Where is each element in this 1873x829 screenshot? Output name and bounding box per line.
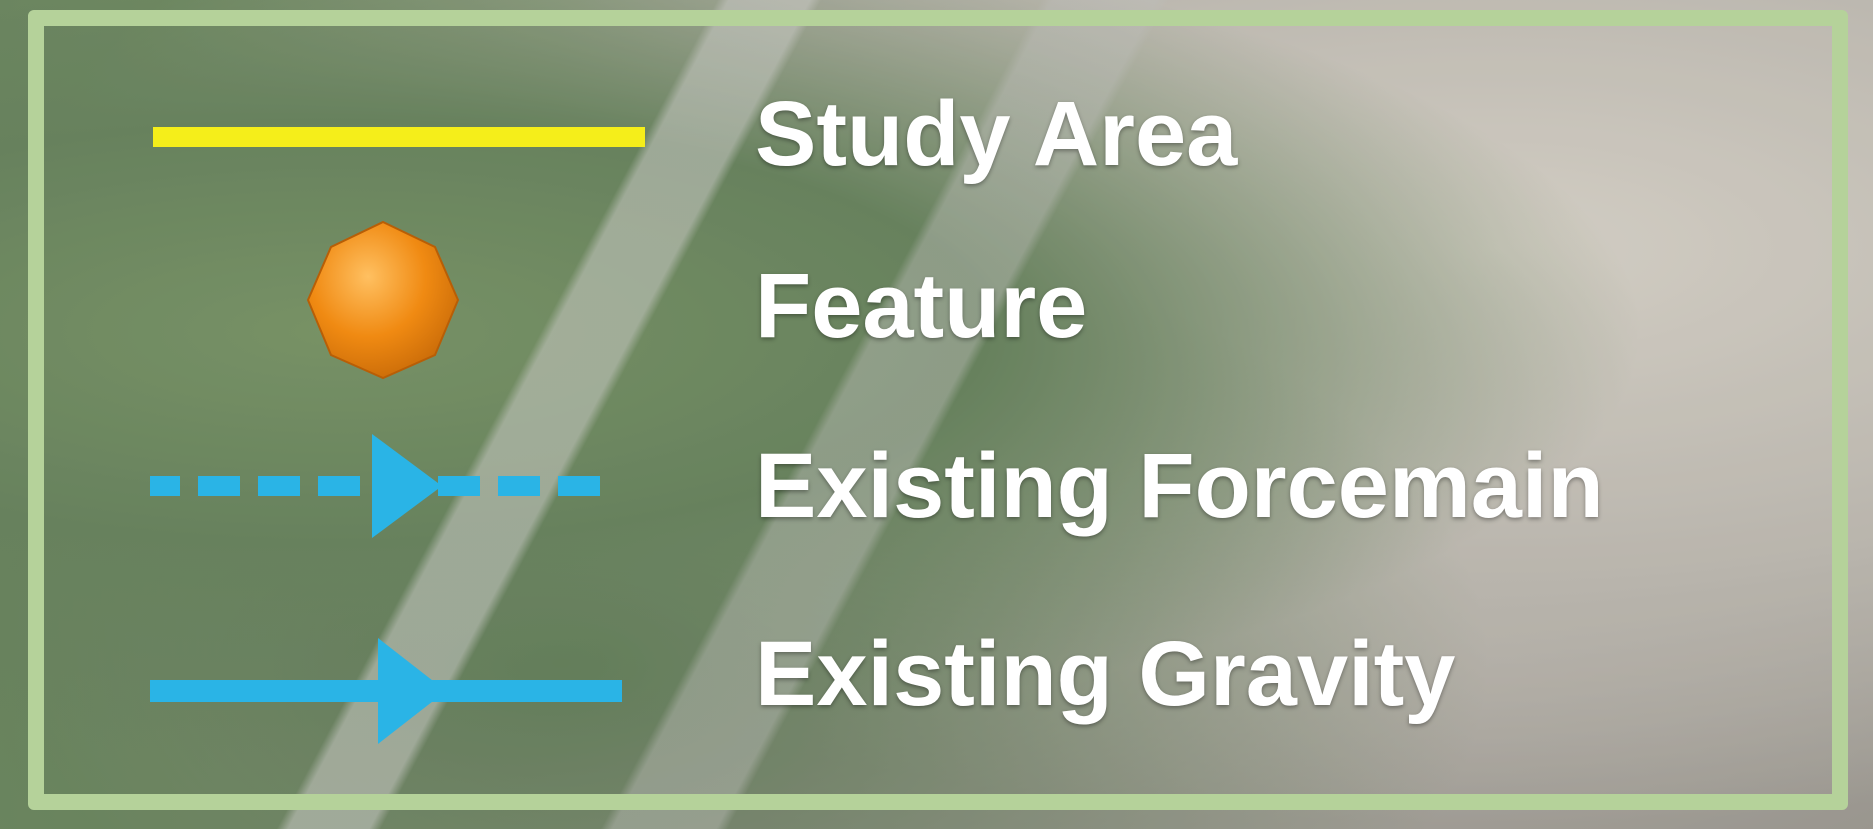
legend-label-existing-gravity: Existing Gravity	[755, 623, 1456, 725]
forcemain-arrow-icon	[372, 434, 442, 538]
forcemain-dashed-line-symbol	[150, 434, 600, 538]
gravity-solid-line-symbol	[150, 638, 622, 744]
legend-label-existing-forcemain: Existing Forcemain	[755, 435, 1604, 537]
feature-heptagon-icon	[306, 220, 460, 380]
gravity-arrow-icon	[378, 638, 446, 744]
legend-label-study-area: Study Area	[755, 83, 1238, 185]
legend-frame-border	[28, 10, 1848, 810]
legend-label-feature: Feature	[755, 255, 1088, 357]
